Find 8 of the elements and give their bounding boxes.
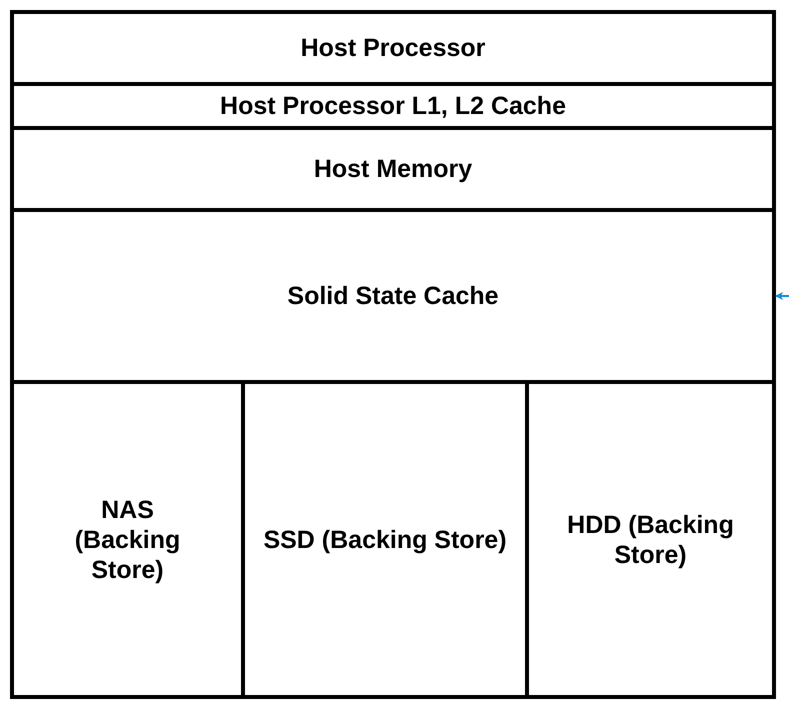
- tier-label: Solid State Cache: [287, 281, 499, 311]
- tier-label: SSD (Backing Store): [263, 524, 507, 554]
- tier-label: NAS (Backing Store): [74, 494, 182, 584]
- arrow: [775, 292, 789, 300]
- tier-label: HDD (Backing Store): [566, 510, 735, 570]
- tier-label: Host Processor: [300, 33, 486, 63]
- tier-label: Host Processor L1, L2 Cache: [220, 91, 566, 121]
- tier-label: Host Memory: [314, 154, 472, 184]
